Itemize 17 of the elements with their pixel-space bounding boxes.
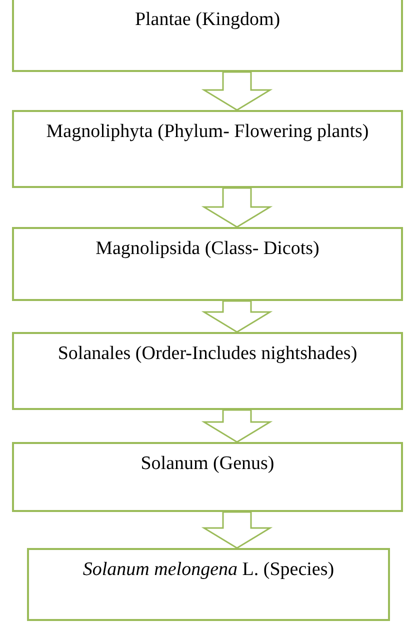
- rank-label: Solanales (Order-Includes nightshades): [58, 342, 358, 366]
- block-arrow: [201, 409, 273, 443]
- rank-label: Plantae (Kingdom): [134, 8, 280, 32]
- block-arrow: [201, 187, 273, 228]
- process-box: [12, 332, 403, 410]
- process-box: [12, 0, 403, 72]
- process-box: [12, 110, 403, 188]
- rank-label: Solanum melongena L. (Species): [82, 558, 334, 582]
- process-box: [12, 442, 403, 512]
- rank-label: Magnolipsida (Class- Dicots): [96, 237, 320, 261]
- rank-label: Solanum (Genus): [140, 452, 274, 476]
- block-arrow: [201, 71, 273, 111]
- block-arrow: [201, 511, 273, 549]
- block-arrow: [201, 300, 273, 333]
- process-box: [12, 227, 403, 301]
- process-box: [27, 548, 390, 621]
- rank-label: Magnoliphyta (Phylum- Flowering plants): [46, 120, 369, 144]
